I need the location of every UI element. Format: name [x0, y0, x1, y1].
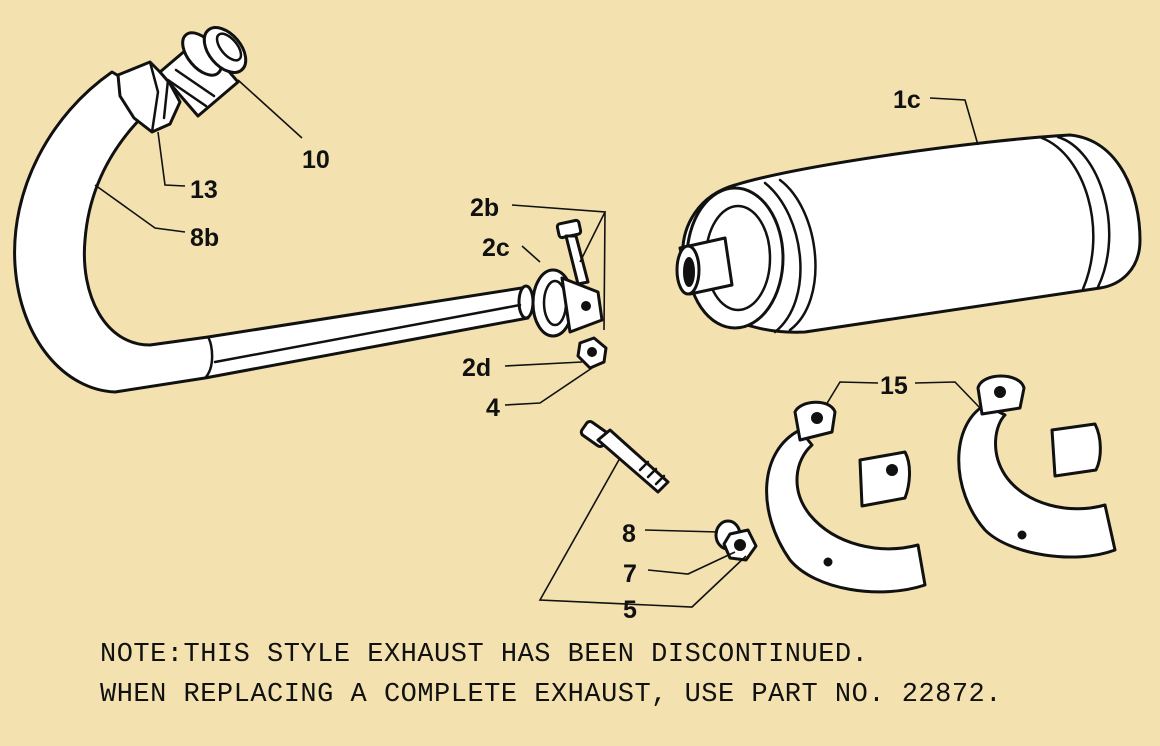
silencer-rear-rim	[1056, 135, 1111, 289]
exhaust-nut-thread	[148, 60, 170, 134]
hanger-strap-left-body	[765, 428, 927, 594]
callout-2d: 2d	[462, 354, 491, 382]
replacement-part-note: WHEN REPLACING A COMPLETE EXHAUST, USE P…	[100, 680, 1002, 710]
leader-2d	[504, 361, 583, 367]
mounting-bolt	[579, 420, 670, 494]
callout-5: 5	[623, 596, 637, 624]
silencer-front-rim-2	[763, 181, 802, 334]
exhaust-seal	[158, 26, 248, 118]
header-pipe	[13, 70, 535, 394]
callout-labels: 10 13 8b 2b 2c 2d 4 1c 15 8 7 5	[190, 86, 921, 624]
hanger-strap-right	[957, 374, 1117, 559]
silencer-outlet-hole	[683, 257, 695, 287]
clamp-bolt	[555, 218, 590, 286]
pipe-clamp-hole	[581, 301, 591, 311]
leader-4	[504, 367, 593, 406]
hanger-strap-right-rivet	[1017, 530, 1027, 540]
silencer-front-rim	[778, 178, 817, 332]
lock-nut-hole	[734, 539, 746, 551]
discontinued-note: NOTE:THIS STYLE EXHAUST HAS BEEN DISCONT…	[100, 640, 869, 670]
callout-10: 10	[302, 146, 330, 174]
clamp-nut	[576, 336, 608, 370]
leader-13	[157, 131, 186, 187]
callout-8b: 8b	[190, 224, 219, 252]
silencer	[675, 133, 1142, 334]
clamp-bolt-shank	[564, 234, 590, 286]
leader-15	[825, 381, 981, 409]
hanger-strap-left-top-hole	[811, 412, 823, 424]
mounting-bolt-shank	[596, 428, 670, 494]
hanger-strap-left	[765, 400, 927, 594]
mounting-bolt-thread	[638, 460, 666, 486]
leader-8b	[94, 184, 186, 233]
leader-5	[538, 457, 747, 608]
callout-15: 15	[880, 372, 908, 400]
leader-lines	[94, 79, 981, 608]
callout-2c: 2c	[482, 234, 510, 262]
hanger-strap-left-side-tab	[858, 450, 911, 508]
hanger-strap-right-top-hole	[994, 386, 1006, 398]
leader-2b	[511, 204, 607, 331]
callout-4: 4	[486, 394, 500, 422]
exhaust-seal-opening	[215, 32, 243, 62]
leader-8	[644, 529, 719, 533]
header-pipe-body	[13, 70, 530, 394]
hanger-strap-left-rivet	[823, 557, 833, 567]
header-pipe-joint-line	[203, 335, 214, 380]
exhaust-seal-ridges	[166, 68, 216, 108]
callout-2b: 2b	[470, 194, 499, 222]
silencer-rear-rim-2	[1040, 136, 1095, 291]
callout-1c: 1c	[893, 86, 921, 114]
washer-and-nut	[714, 519, 758, 562]
clamp-nut-hole	[587, 347, 597, 357]
leader-2c	[521, 245, 541, 263]
hanger-strap-right-side-tab	[1050, 422, 1102, 478]
header-pipe-highlight	[213, 303, 522, 364]
leader-10	[237, 79, 303, 139]
hanger-strap-left-side-hole	[886, 464, 898, 476]
callout-13: 13	[190, 176, 218, 204]
callout-7: 7	[623, 560, 637, 588]
leader-7	[647, 551, 736, 575]
callout-8: 8	[622, 520, 636, 548]
leader-1c	[929, 97, 979, 146]
pipe-clamp	[531, 268, 604, 338]
header-pipe-end	[517, 284, 535, 320]
hanger-strap-right-body	[957, 403, 1117, 559]
